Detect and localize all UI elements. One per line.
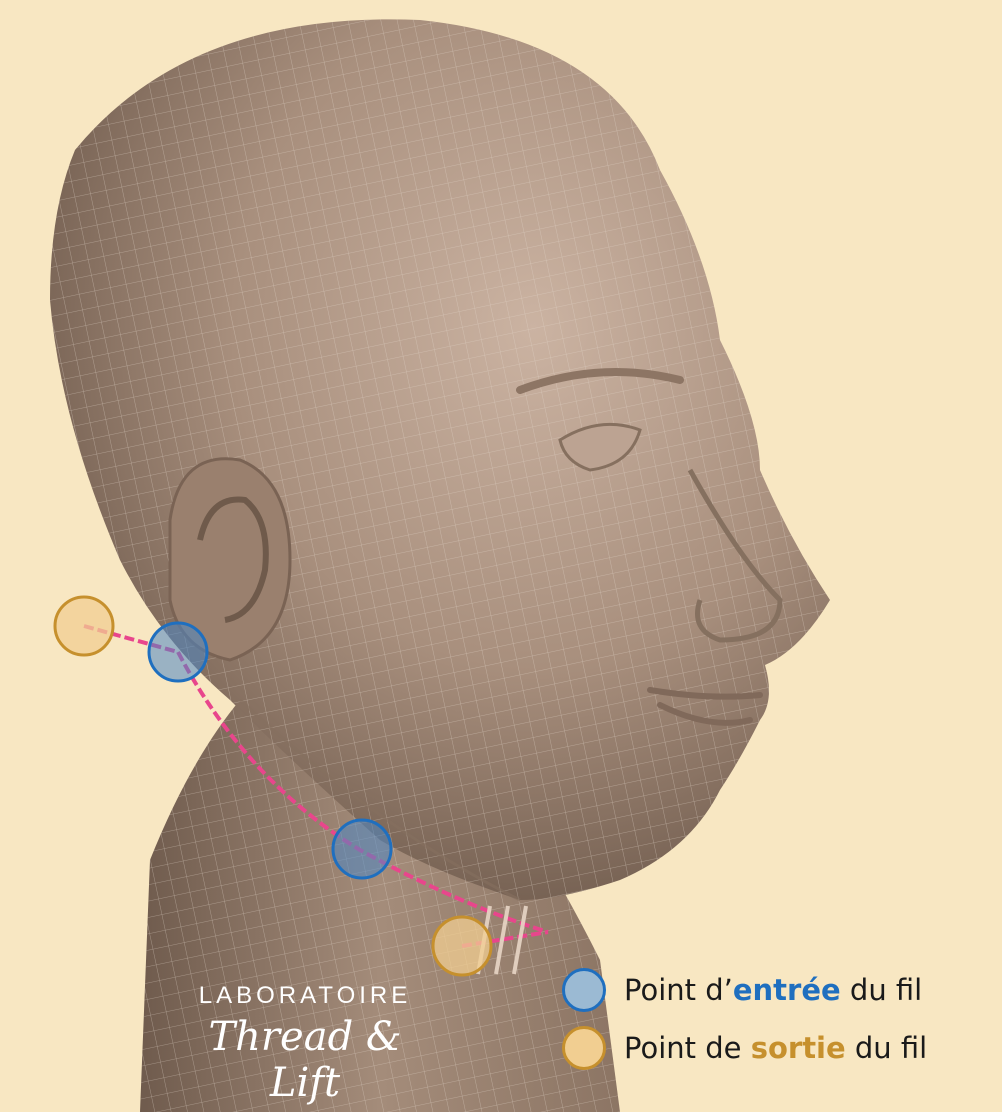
legend-exit-text: Point de sortie du fil — [624, 1031, 927, 1065]
logo-bottom: Thread & Lift — [170, 1014, 440, 1106]
legend-exit-highlight: sortie — [751, 1031, 846, 1065]
legend-entry-before: Point d’ — [624, 973, 733, 1007]
legend-entry-highlight: entrée — [733, 973, 841, 1007]
logo: LABORATOIRE Thread & Lift — [170, 982, 440, 1106]
legend-entry: Point d’entrée du fil — [562, 960, 1002, 1020]
exit-point-neck — [433, 917, 491, 975]
exit-point-behind-ear — [55, 597, 113, 655]
entry-swatch — [562, 968, 606, 1012]
legend-entry-after: du fil — [841, 973, 923, 1007]
legend-entry-text: Point d’entrée du fil — [624, 973, 922, 1007]
logo-top: LABORATOIRE — [170, 982, 440, 1010]
legend-exit-before: Point de — [624, 1031, 751, 1065]
legend-exit: Point de sortie du fil — [562, 1018, 1002, 1078]
entry-point-below-ear — [149, 623, 207, 681]
exit-swatch — [562, 1026, 606, 1070]
legend-exit-after: du fil — [846, 1031, 928, 1065]
entry-point-jaw — [333, 820, 391, 878]
head-mesh — [50, 19, 830, 900]
